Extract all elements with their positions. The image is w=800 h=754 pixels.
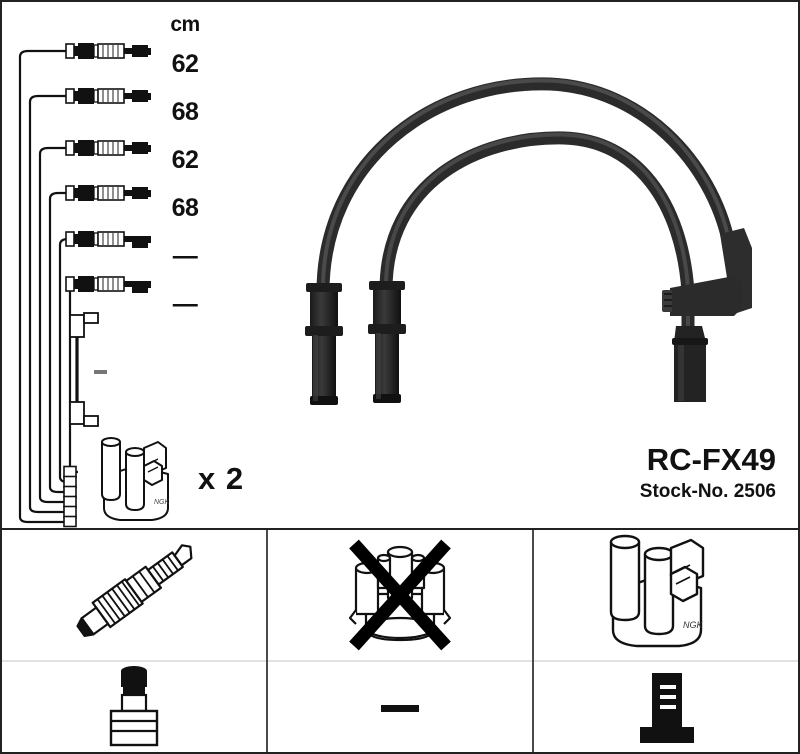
quantity-label: x 2: [198, 461, 245, 496]
ignition-coil-pack-small: NGK: [101, 437, 170, 521]
measurement-value-4: 68: [171, 194, 199, 222]
distributor-cap-crossed-out-icon: [348, 539, 452, 651]
connector-terminal-icon: [640, 673, 694, 743]
rubber-boot-icon: [109, 666, 159, 747]
measurement-column: cm 62 68 62 68 — —: [162, 14, 208, 328]
stock-number-label: Stock-No. 2506: [639, 481, 776, 502]
spark-plug-icon: [76, 544, 193, 637]
measurement-unit-header: cm: [170, 13, 200, 36]
measurement-value-2: 68: [171, 98, 199, 126]
straight-terminal-right: [672, 326, 708, 402]
rubber-boot-cell: [2, 662, 266, 752]
wiring-harness-schematic: [18, 43, 151, 528]
plug-boot-left-2: [368, 281, 406, 403]
measurement-value-5: —: [172, 242, 198, 270]
compatible-parts-grid: NGK: [2, 528, 798, 752]
ignition-coil-cell: NGK: [534, 530, 798, 662]
main-illustration-panel: cm 62 68 62 68 — —: [2, 2, 798, 528]
measurement-value-3: 62: [171, 146, 199, 174]
coil-connector-right-angle: [662, 228, 752, 316]
no-part-cell: [268, 662, 532, 752]
plug-boot-left-1: [305, 283, 343, 405]
grid-cell-spark-plug: [2, 530, 266, 752]
ignition-coil-icon: NGK: [609, 534, 705, 648]
grid-cell-distributor-cap: [266, 530, 532, 752]
measurement-value-6: —: [172, 290, 198, 318]
product-code-value: RC-FX49: [646, 442, 776, 477]
spark-plug-cell: [2, 530, 266, 662]
distributor-cap-cell: [268, 530, 532, 662]
svg-text:NGK: NGK: [154, 499, 170, 506]
svg-text:NGK: NGK: [683, 620, 704, 630]
measurement-value-1: 62: [171, 50, 199, 78]
product-code-block: RC-FX49 Stock-No. 2506: [640, 443, 776, 505]
ignition-cable-illustration: [305, 77, 752, 405]
no-part-dash-icon: [381, 704, 419, 712]
grid-cell-ignition-coil: NGK: [532, 530, 798, 752]
connector-terminal-cell: [534, 662, 798, 752]
